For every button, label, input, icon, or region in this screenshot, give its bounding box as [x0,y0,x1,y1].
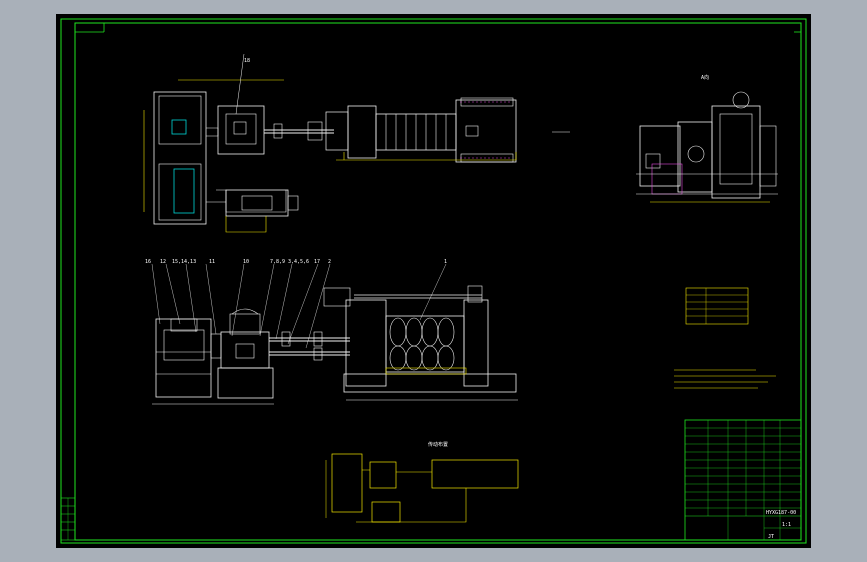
callout-10: 10 [243,259,249,265]
callout-2: 2 [328,259,331,265]
callout-12: 12 [160,259,166,265]
callout-18: 18 [244,58,250,64]
callout-3-4-5-6: 3,4,5,6 [288,259,309,265]
front-rolls [385,315,465,373]
callout-17: 17 [314,259,320,265]
callout-16: 16 [145,259,151,265]
drawing-scale: 1:1 [782,522,791,528]
drawing-border-outer [60,18,807,544]
callout-15-14-13: 15,14,13 [172,259,196,265]
revision-strip [60,497,76,541]
drawing-border-inner [74,22,802,541]
cad-viewport[interactable]: 18 [56,14,811,548]
tech-notes [674,369,776,389]
callout-11: 11 [209,259,215,265]
title-block: HYXG187-00 1:1 JT [684,419,802,541]
sheet-code: JT [768,534,774,540]
side-view: A向 [636,74,778,203]
bottom-view: 传动布置 [325,441,519,523]
callout-1: 1 [444,259,447,265]
parts-legend [685,287,749,325]
bottom-view-title: 传动布置 [428,441,448,448]
cad-drawing: 18 [60,18,807,544]
side-view-title: A向 [701,74,709,81]
top-rolls [375,113,457,151]
drawing-number: HYXG187-00 [766,510,796,516]
callout-7-8-9: 7,8,9 [270,259,285,265]
top-view: 18 [143,53,570,233]
front-view [152,285,518,405]
corner-mark-tl [75,23,105,33]
front-callouts: 16 12 15,14,13 11 10 7,8,9 3,4,5,6 17 2 … [145,259,447,349]
